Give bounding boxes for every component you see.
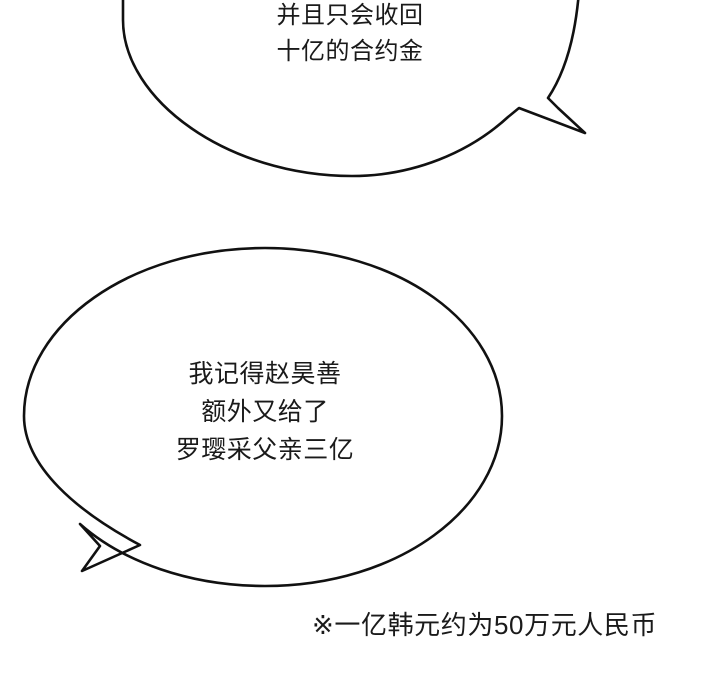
bubble-2-text: 我记得赵昊善 额外又给了 罗璎采父亲三亿 — [175, 360, 355, 464]
currency-footnote: ※一亿韩元约为50万元人民币 — [312, 610, 658, 640]
bubble-1-text: 并且只会收回 十亿的合约金 — [276, 2, 424, 66]
